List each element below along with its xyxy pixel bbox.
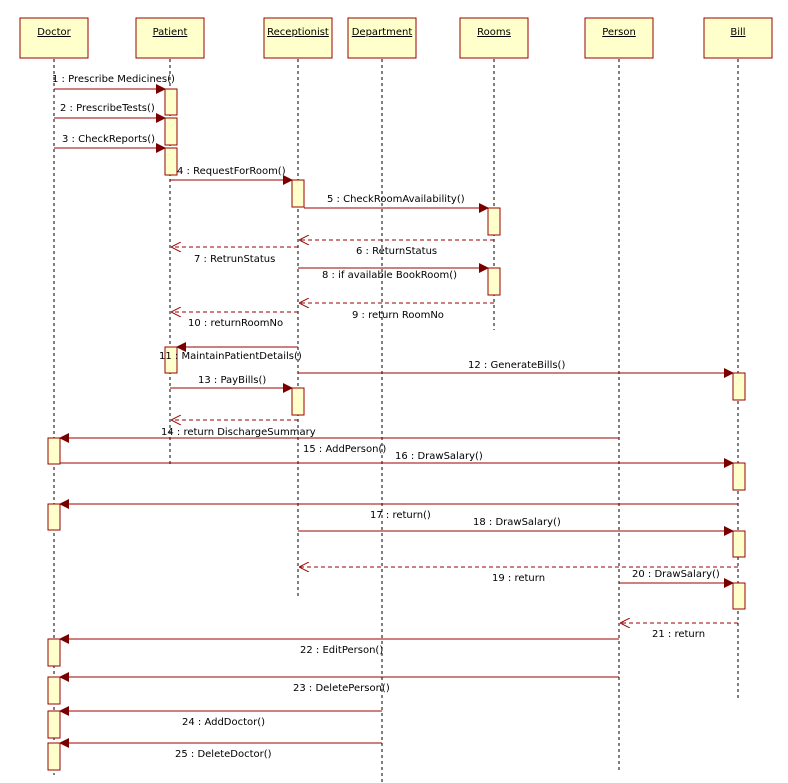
message-label: 12 : GenerateBills() [468,360,565,371]
activation-bar [47,676,61,705]
message-label: 22 : EditPerson() [300,645,383,656]
message-label: 15 : AddPerson() [303,444,386,455]
activation-bar [164,88,178,116]
lifeline-person[interactable]: Person [584,17,654,59]
lifeline-lines [53,59,739,783]
message-label: 25 : DeleteDoctor() [175,749,272,760]
activation-bar [291,387,305,416]
activation-bar [732,372,746,401]
message-label: 16 : DrawSalary() [395,451,483,462]
message-label: 10 : returnRoomNo [188,318,283,329]
message-label: 18 : DrawSalary() [473,517,561,528]
lifeline-bill[interactable]: Bill [703,17,773,59]
lifeline-rooms-label: Rooms [477,27,511,38]
lifeline-bill-label: Bill [730,27,745,38]
lifeline-doctor-label: Doctor [37,27,71,38]
message-label: 2 : PrescribeTests() [60,103,155,114]
activation-bar [487,267,501,296]
activation-bar [47,638,61,667]
message-label: 1 : Prescribe Medicines() [52,74,175,85]
messages: 1 : Prescribe Medicines() 2 : PrescribeT… [52,74,738,760]
lifeline-person-label: Person [602,27,636,38]
lifeline-receptionist-box [263,17,333,59]
activation-bar [732,462,746,491]
message-label: 9 : return RoomNo [352,310,444,321]
lifeline-doctor[interactable]: Doctor [19,17,89,59]
lifeline-heads: Doctor Patient Receptionist Department R… [19,17,773,59]
activation-bar [732,530,746,558]
activation-bar [164,147,178,176]
activation-bar [164,117,178,146]
message-label: 19 : return [492,573,545,584]
activation-bar [47,710,61,739]
message-label: 14 : return DischargeSummary [161,427,316,438]
lifeline-patient-box [135,17,205,59]
message-label: 11 : MaintainPatientDetails() [159,351,302,362]
message-label: 6 : ReturnStatus [356,246,437,257]
lifeline-patient-label: Patient [153,27,188,38]
message-label: 5 : CheckRoomAvailability() [327,194,465,205]
activation-bar [47,742,61,771]
lifeline-rooms[interactable]: Rooms [459,17,529,59]
message-label: 21 : return [652,629,705,640]
activation-bars [47,88,746,771]
message-label: 8 : if available BookRoom() [322,270,457,281]
activation-bar [487,207,501,236]
lifeline-receptionist[interactable]: Receptionist [263,17,333,59]
message-label: 13 : PayBills() [198,375,266,386]
activation-bar [47,437,61,465]
lifeline-doctor-box [19,17,89,59]
activation-bar [47,503,61,531]
message-label: 20 : DrawSalary() [632,569,720,580]
message-label: 23 : DeletePerson() [293,683,390,694]
lifeline-department[interactable]: Department [347,17,417,59]
activation-bar [732,582,746,610]
lifeline-department-box [347,17,417,59]
message-label: 7 : RetrunStatus [194,254,275,265]
lifeline-bill-box [703,17,773,59]
lifeline-department-label: Department [352,27,413,38]
lifeline-person-box [584,17,654,59]
message-label: 24 : AddDoctor() [182,717,265,728]
message-label: 4 : RequestForRoom() [177,166,286,177]
lifeline-receptionist-label: Receptionist [267,27,329,38]
message-label: 17 : return() [370,510,431,521]
message-label: 3 : CheckReports() [62,134,155,145]
label-mask [167,348,175,362]
lifeline-rooms-box [459,17,529,59]
activation-bar [291,179,305,208]
lifeline-patient[interactable]: Patient [135,17,205,59]
